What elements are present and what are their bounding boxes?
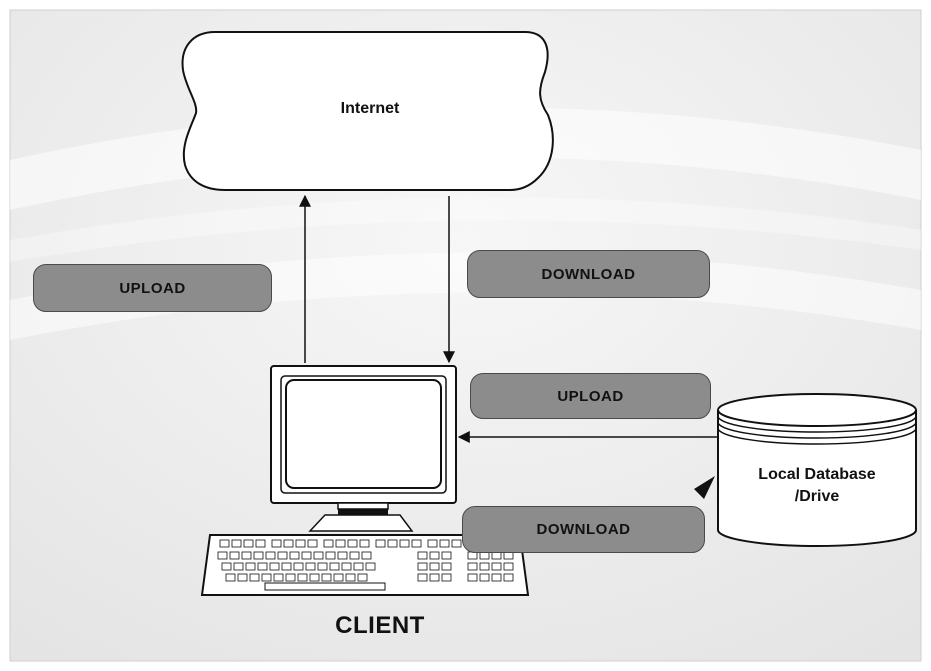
keyboard-key — [309, 573, 320, 582]
database-cylinder-icon — [717, 393, 917, 547]
computer-monitor-icon — [270, 365, 457, 532]
keyboard-key — [429, 551, 440, 560]
keyboard-key — [295, 539, 306, 548]
keyboard-key — [491, 573, 502, 582]
keyboard-key — [357, 573, 368, 582]
keyboard-key — [491, 562, 502, 571]
keyboard-key — [249, 573, 260, 582]
keyboard-key — [417, 573, 428, 582]
keyboard-key — [441, 562, 452, 571]
background-swoosh — [10, 197, 921, 262]
keyboard-key — [265, 551, 276, 560]
keyboard-key — [441, 573, 452, 582]
keyboard-key — [281, 562, 292, 571]
keyboard-key — [467, 551, 478, 560]
keyboard-key — [467, 562, 478, 571]
keyboard-key — [335, 539, 346, 548]
keyboard-key — [277, 551, 288, 560]
keyboard-key — [451, 539, 462, 548]
keyboard-key — [417, 551, 428, 560]
keyboard-key — [245, 562, 256, 571]
keyboard-key — [411, 539, 422, 548]
keyboard-key — [217, 551, 228, 560]
keyboard-key — [257, 562, 268, 571]
keyboard-key — [219, 539, 230, 548]
keyboard-key — [307, 539, 318, 548]
keyboard-key — [375, 539, 386, 548]
keyboard-key — [441, 551, 452, 560]
keyboard-key — [479, 551, 490, 560]
keyboard-key — [479, 573, 490, 582]
keyboard-key — [503, 573, 514, 582]
keyboard-key — [221, 562, 232, 571]
keyboard-key — [503, 562, 514, 571]
download-label-pill: DOWNLOAD — [467, 250, 710, 298]
keyboard-key — [439, 539, 450, 548]
keyboard-key — [297, 573, 308, 582]
internet-cloud-shape — [181, 31, 554, 191]
keyboard-key — [347, 539, 358, 548]
keyboard-key — [359, 539, 370, 548]
database-label-line1: Local Database — [758, 466, 876, 483]
keyboard-key — [491, 551, 502, 560]
keyboard-key — [243, 539, 254, 548]
keyboard-key — [333, 573, 344, 582]
keyboard-key — [399, 539, 410, 548]
keyboard-key — [323, 539, 334, 548]
keyboard-key — [429, 573, 440, 582]
keyboard-key — [387, 539, 398, 548]
internet-label: Internet — [340, 100, 400, 117]
keyboard-key — [427, 539, 438, 548]
keyboard-key — [271, 539, 282, 548]
download-db-label-pill: DOWNLOAD — [462, 506, 705, 553]
keyboard-key — [345, 573, 356, 582]
keyboard-key — [301, 551, 312, 560]
keyboard-key — [283, 539, 294, 548]
database-label-line2: /Drive — [794, 488, 840, 505]
keyboard-key — [237, 573, 248, 582]
upload-db-label-pill: UPLOAD — [470, 373, 711, 419]
keyboard-key — [341, 562, 352, 571]
keyboard-key — [305, 562, 316, 571]
keyboard-key — [225, 573, 236, 582]
keyboard-key — [241, 551, 252, 560]
keyboard-key — [293, 562, 304, 571]
keyboard-key — [231, 539, 242, 548]
keyboard-icon — [200, 534, 530, 596]
keyboard-key — [349, 551, 360, 560]
keyboard-key — [417, 562, 428, 571]
keyboard-key — [255, 539, 266, 548]
keyboard-key — [467, 573, 478, 582]
client-label: CLIENT — [335, 612, 425, 639]
upload-label-pill: UPLOAD — [33, 264, 272, 312]
keyboard-key — [429, 562, 440, 571]
keyboard-key — [269, 562, 280, 571]
keyboard-key — [261, 573, 272, 582]
keyboard-key — [365, 562, 376, 571]
keyboard-key — [229, 551, 240, 560]
keyboard-key — [479, 562, 490, 571]
database-label: Local Database /Drive — [722, 464, 912, 508]
keyboard-key — [503, 551, 514, 560]
keyboard-key — [285, 573, 296, 582]
keyboard-key — [317, 562, 328, 571]
keyboard-key — [361, 551, 372, 560]
keyboard-key — [325, 551, 336, 560]
keyboard-key — [337, 551, 348, 560]
keyboard-key — [329, 562, 340, 571]
download-db-arrowhead — [694, 476, 715, 499]
keyboard-key — [273, 573, 284, 582]
keyboard-key — [253, 551, 264, 560]
keyboard-key — [289, 551, 300, 560]
keyboard-key — [233, 562, 244, 571]
keyboard-key — [313, 551, 324, 560]
keyboard-key — [321, 573, 332, 582]
keyboard-key — [353, 562, 364, 571]
